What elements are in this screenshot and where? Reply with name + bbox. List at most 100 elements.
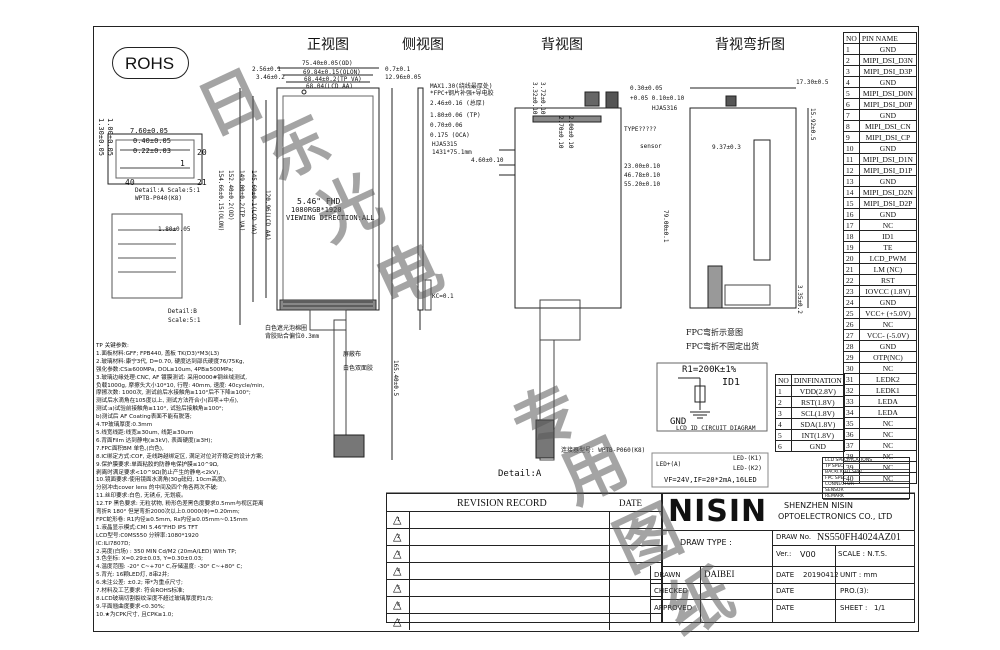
- pin-number: 7: [843, 109, 860, 121]
- detail2-label: Detail:B: [168, 308, 197, 315]
- spec-note-line: 6.未注公差: ±0.2; 带*为重点尺寸;: [96, 580, 183, 587]
- divider: [609, 614, 610, 630]
- revision-number: 3: [397, 551, 401, 557]
- spec-note-line: 5.线宽线距:线宽≥30um, 线距≥30um: [96, 429, 194, 436]
- side-kc: KC=0.1: [432, 293, 454, 300]
- divider: [650, 599, 915, 600]
- revision-row: △4: [387, 562, 661, 579]
- back-dim: 46.78±0.10: [624, 172, 661, 179]
- side-note: 1.80±0.06 (TP): [430, 112, 481, 119]
- pin-number: 11: [843, 153, 860, 165]
- pin-number: 20: [843, 252, 860, 264]
- divider: [772, 545, 915, 546]
- divider: [609, 580, 610, 596]
- detail1-pin: 1: [180, 159, 185, 168]
- circuit-id: ID1: [722, 377, 741, 388]
- pin-name: LEDK2: [858, 373, 918, 385]
- pin-number: 37: [843, 439, 860, 451]
- side-view-title: 侧视图: [402, 37, 444, 53]
- front-dim: 68.04(LCD AA): [306, 83, 353, 90]
- pin-number: 34: [843, 406, 860, 418]
- divider: [662, 530, 915, 531]
- legend-line: CONNECTOR: [823, 482, 909, 488]
- legend-line: BACKLIGHT SPEC: [823, 470, 909, 476]
- front-vert-dim: 120.96(LCD AA): [264, 190, 271, 241]
- pin-number: 12: [843, 164, 860, 176]
- led-label: LED-(K2): [733, 465, 762, 472]
- revision-title: REVISION RECORD: [457, 498, 547, 509]
- revision-triangle-icon: △: [393, 581, 402, 594]
- side-note: 2.46±0.16 (总厚): [430, 100, 486, 107]
- spec-note-line: IC:ILI7807D;: [96, 540, 131, 547]
- company-name-1: SHENZHEN NISIN: [784, 501, 853, 510]
- pin-number: 15: [843, 197, 860, 209]
- spec-note-line: 12.TP 黑色要求: 无粒状物, 粉形色差黑色度要求0.5mm与视区距离: [96, 501, 264, 508]
- divider: [409, 546, 410, 562]
- pin-number: 9: [843, 131, 860, 143]
- divider: [609, 546, 610, 562]
- side-chip: HJA5315: [432, 141, 458, 148]
- spec-note-line: 10.镜面要求:使用镜面水滴角(30g砝码, 10cm高度),: [96, 477, 227, 484]
- def-number: 1: [775, 385, 792, 397]
- spec-note-line: TP 关键参数:: [96, 343, 129, 349]
- detail1-pin: 21: [197, 178, 207, 187]
- spec-note-line: b)测试后 AF Coating表面不能有脱落;: [96, 414, 192, 421]
- pin-number: 3: [843, 65, 860, 77]
- spec-note-line: 测试后水滴角在105度以上, 测试方法符合小(四项+中点),: [96, 398, 239, 405]
- drawn-label: DRAWN: [654, 571, 681, 579]
- front-dim: 3.46±0.2: [256, 74, 285, 81]
- pin-name: LEDK1: [858, 384, 918, 396]
- divider: [409, 614, 410, 630]
- pin-number: 25: [843, 307, 860, 319]
- back-dim: 2.00±0.10: [567, 116, 574, 149]
- title-block: [662, 493, 915, 623]
- pin-number: 17: [843, 219, 860, 231]
- pin-name: IOVCC (1.8V): [858, 285, 918, 297]
- pin-name: MIPI_DSI_D0P: [858, 98, 918, 110]
- detail1-dim: 0.22±0.03: [133, 147, 171, 155]
- front-dim: 75.40±0.05(OD): [302, 60, 353, 67]
- revision-triangle-icon: △: [393, 615, 402, 628]
- spec-note-line: 3.玻璃边缘处理:CNC, AF 镀膜测试: 采用0000#钢丝绒测试,: [96, 374, 248, 381]
- revision-triangle-icon: △: [393, 564, 402, 577]
- divider: [409, 529, 410, 545]
- bent-dim: 17.30±0.5: [796, 79, 829, 86]
- unit-label: UNIT : mm: [840, 571, 878, 579]
- company-name-2: OPTOELECTRONICS CO., LTD: [778, 512, 893, 521]
- divider: [700, 566, 701, 623]
- led-spec: VF=24V,IF=20*2mA,16LED: [664, 476, 757, 484]
- pin-number: 30: [843, 362, 860, 374]
- divider: [650, 566, 651, 623]
- spec-note-line: 负载1000g, 摩擦头大小10*10, 行程: 40mm, 速度: 40cyc…: [96, 382, 265, 389]
- back-chip: HJA5316: [652, 105, 678, 112]
- pin-name: MIPI_DSI_D3P: [858, 65, 918, 77]
- revision-number: 2: [397, 534, 401, 540]
- approved-label: APPROVED: [654, 604, 693, 612]
- front-note: 白色遮光泡棉圈: [265, 325, 308, 332]
- pin-number: 5: [843, 87, 860, 99]
- front-note: 背胶贴合偏位0.3mm: [265, 333, 320, 340]
- spec-note-line: 1.面板材料:GFF; FPB440, 盖板 TK(D3)*M3(L3): [96, 350, 220, 357]
- pin-name: MIPI_DSI_D2P: [858, 197, 918, 209]
- spec-note-line: 剥离时满足要求<10^9Ω(防止产生的静电<2kV),: [96, 469, 221, 476]
- front-vert-dim: 152.40±0.2(OD): [227, 170, 234, 221]
- pin-name: NC: [858, 219, 918, 231]
